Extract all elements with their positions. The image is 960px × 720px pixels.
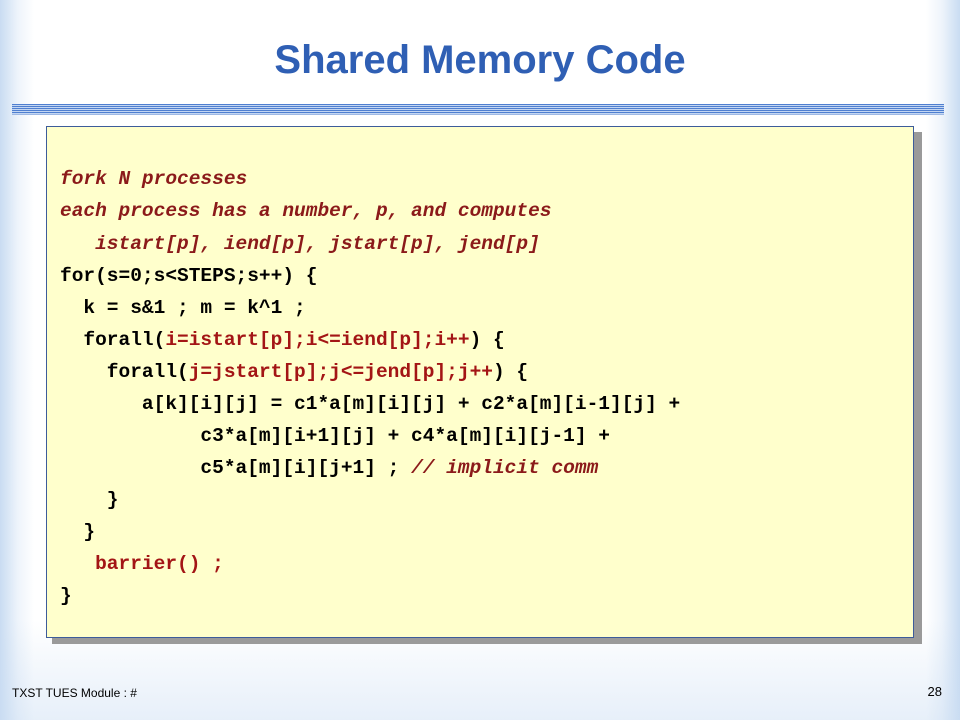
code-comment: // implicit comm — [411, 457, 599, 479]
code-line: } — [60, 521, 96, 543]
code-line: a[k][i][j] = c1*a[m][i][j] + c2*a[m][i-1… — [60, 393, 681, 415]
page-number: 28 — [927, 684, 942, 699]
title-underline — [12, 104, 944, 114]
code-line: k = s&1 ; m = k^1 ; — [60, 297, 306, 319]
code-line: c5*a[m][i][j+1] ; // implicit comm — [60, 452, 598, 484]
code-line: } — [60, 489, 119, 511]
loop-range: i=istart[p];i<=iend[p];i++ — [165, 329, 470, 351]
code-segment: ) { — [469, 329, 505, 351]
slide-title: Shared Memory Code — [274, 38, 686, 82]
code-line: istart[p], iend[p], jstart[p], jend[p] — [60, 233, 540, 255]
code-segment: forall( — [60, 361, 189, 383]
code-box — [46, 126, 914, 638]
code-segment: c5*a[m][i][j+1] ; — [60, 457, 412, 479]
code-line: } — [60, 585, 72, 607]
code-line: barrier() ; — [60, 553, 224, 575]
code-segment: forall( — [60, 329, 166, 351]
code-line: forall(i=istart[p];i<=iend[p];i++) { — [60, 324, 505, 356]
code-line: c3*a[m][i+1][j] + c4*a[m][i][j-1] + — [60, 425, 610, 447]
code-line: each process has a number, p, and comput… — [60, 200, 552, 222]
loop-range: j=jstart[p];j<=jend[p];j++ — [188, 361, 493, 383]
code-line: for(s=0;s<STEPS;s++) { — [60, 265, 318, 287]
footer-module-label: TXST TUES Module : # — [12, 686, 137, 700]
code-line: forall(j=jstart[p];j<=jend[p];j++) { — [60, 356, 528, 388]
code-segment: ) { — [492, 361, 529, 383]
code-line: fork N processes — [60, 168, 248, 190]
